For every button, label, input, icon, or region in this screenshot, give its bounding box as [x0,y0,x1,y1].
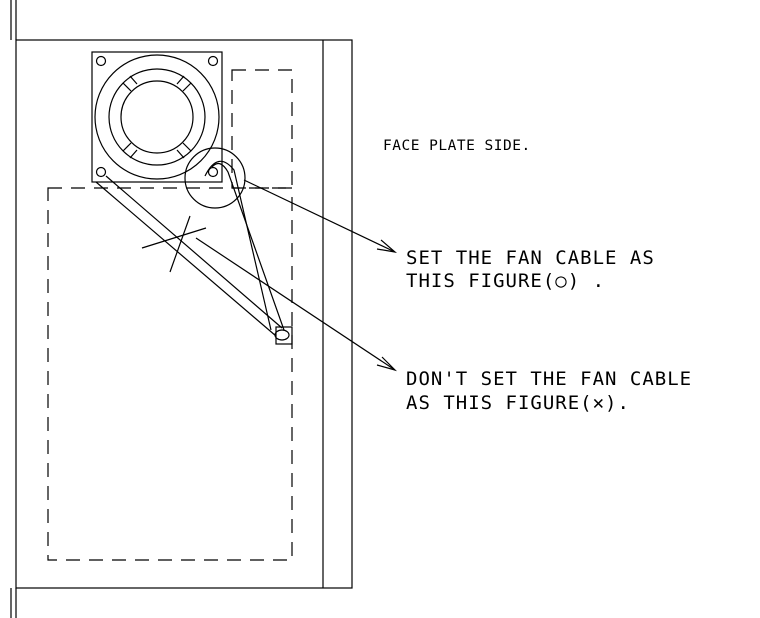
connector-outline-dashed [231,69,293,189]
enclosure-outline [15,39,353,589]
leader-wrong [195,237,398,372]
board-outline-dashed [47,187,293,561]
mount-hole [95,166,107,178]
wrong-note-line1: DON'T SET THE FAN CABLE [406,368,692,390]
fan-frame [91,51,223,183]
wrong-cross-mark [141,215,207,273]
correct-note-line1: SET THE FAN CABLE AS [406,247,655,269]
cable-wrong-route [95,175,283,337]
correct-highlight-circle [184,147,246,209]
mount-hole [207,55,219,67]
left-flange [10,0,17,618]
wrong-note-line2: AS THIS FIGURE(✕). [406,392,630,414]
mount-hole [95,55,107,67]
cable-connector [274,326,293,345]
correct-note-line2: THIS FIGURE(○) . [406,270,605,292]
mount-hole [207,166,219,178]
fan [91,51,223,183]
face-plate-label: FACE PLATE SIDE. [383,138,531,154]
leader-correct [243,179,398,253]
cable-correct-route [204,160,285,331]
